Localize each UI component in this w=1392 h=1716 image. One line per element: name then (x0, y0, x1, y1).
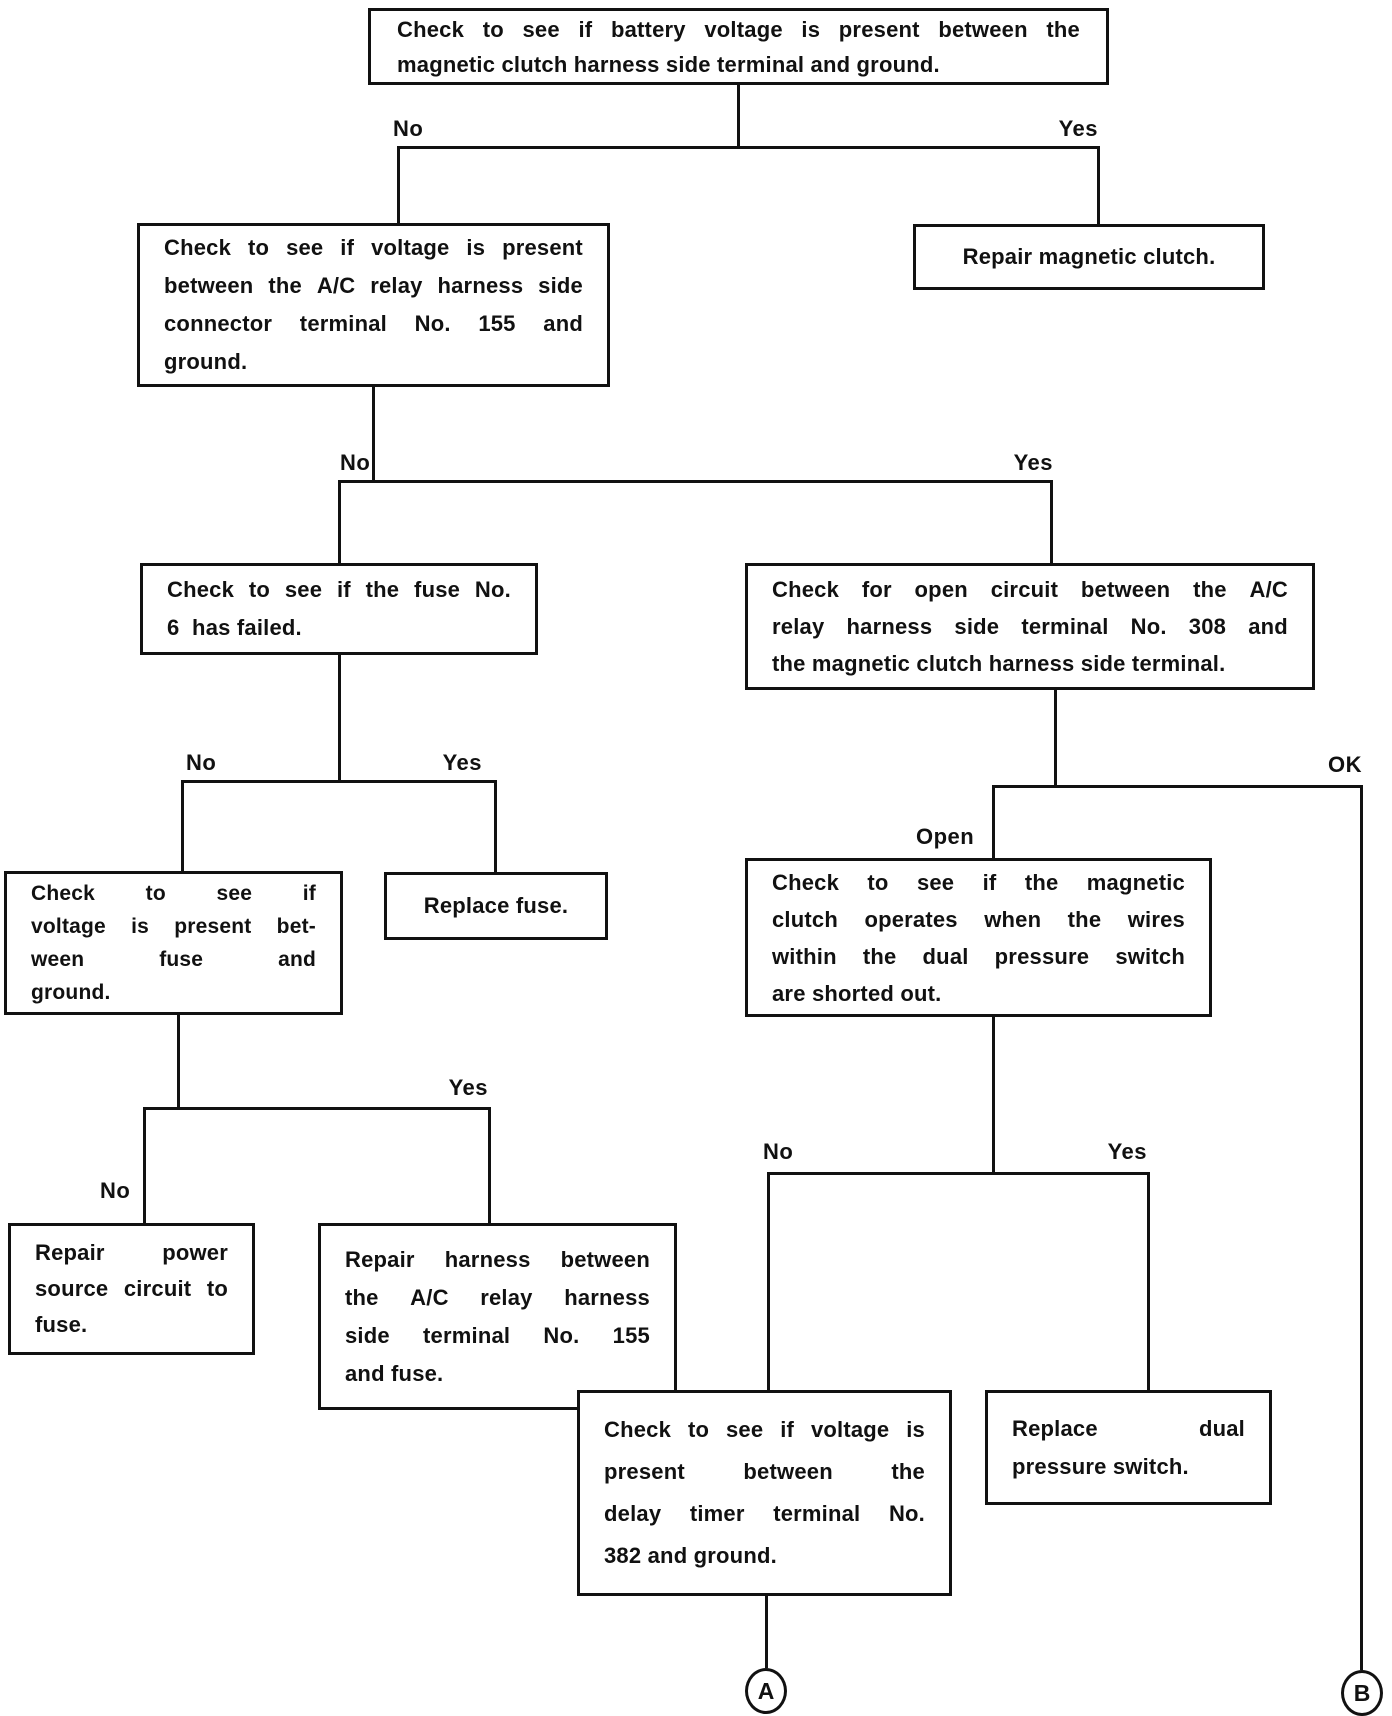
branch-label-no: No (393, 116, 424, 141)
edge-relay-no-drop (338, 483, 341, 563)
text-line: magnetic clutch harness side terminal an… (397, 51, 940, 77)
text-line: pressure switch. (1012, 1453, 1189, 1479)
edge-relay-stem (372, 387, 375, 480)
text-line: ground. (164, 349, 248, 374)
branch-label-open: Open (916, 824, 975, 849)
edge-fusevolt-yes-drop (488, 1110, 491, 1223)
edge-ok-rail-to-b (1360, 788, 1363, 1670)
edge-dualpressure-stem (992, 1017, 995, 1172)
off-page-connector-a: A (745, 1668, 787, 1714)
branch-label-no: No (763, 1139, 794, 1164)
off-page-connector-b: B (1341, 1670, 1383, 1716)
text-line: fuse. (35, 1312, 88, 1337)
edge-fusevolt-stem (177, 1015, 180, 1107)
edge-battery-yes-drop (1097, 149, 1100, 224)
branch-label-no: No (186, 750, 217, 775)
edge-fusevolt-no-drop (143, 1110, 146, 1223)
text-line: and fuse. (345, 1360, 444, 1386)
text-line: 6 has failed. (167, 615, 302, 640)
text-line: 382 and ground. (604, 1543, 777, 1568)
edge-open-drop (992, 788, 995, 858)
edge-battery-stem (737, 85, 740, 149)
edge-fuse-yes-drop (494, 783, 497, 872)
flow-box-replace-fuse: Replace fuse. (384, 872, 608, 940)
edge-delaytimer-to-a (765, 1596, 768, 1668)
branch-label-yes: Yes (442, 750, 482, 775)
edge-battery-branch-bar (397, 146, 1100, 149)
branch-label-yes: Yes (1013, 450, 1053, 475)
text-line: Repair magnetic clutch. (962, 244, 1216, 269)
edge-dualpressure-branch-bar (767, 1172, 1150, 1175)
text-line: the magnetic clutch harness side termina… (772, 651, 1226, 676)
branch-label-ok: OK (1328, 752, 1362, 777)
branch-label-yes: Yes (1058, 116, 1098, 141)
edge-dualpressure-no-drop (767, 1175, 770, 1390)
edge-relay-branch-bar (338, 480, 1053, 483)
edge-fuse-branch-bar (181, 780, 497, 783)
text-line: are shorted out. (772, 980, 942, 1006)
flow-box-repair-magnetic-clutch: Repair magnetic clutch. (913, 224, 1265, 290)
branch-label-no: No (340, 450, 371, 475)
branch-label-no: No (100, 1178, 131, 1203)
text-line: Replace fuse. (423, 893, 569, 918)
edge-opencircuit-branch-bar (992, 785, 1363, 788)
branch-label-yes: Yes (1107, 1139, 1147, 1164)
text-line: ground. (31, 981, 111, 1004)
edge-fuse-no-drop (181, 783, 184, 871)
edge-dualpressure-yes-drop (1147, 1175, 1150, 1390)
branch-label-yes: Yes (448, 1075, 488, 1100)
edge-opencircuit-stem (1054, 690, 1057, 785)
edge-fusevolt-branch-bar (143, 1107, 491, 1110)
edge-relay-yes-drop (1050, 483, 1053, 563)
edge-battery-no-drop (397, 149, 400, 225)
edge-fuse-stem (338, 655, 341, 780)
